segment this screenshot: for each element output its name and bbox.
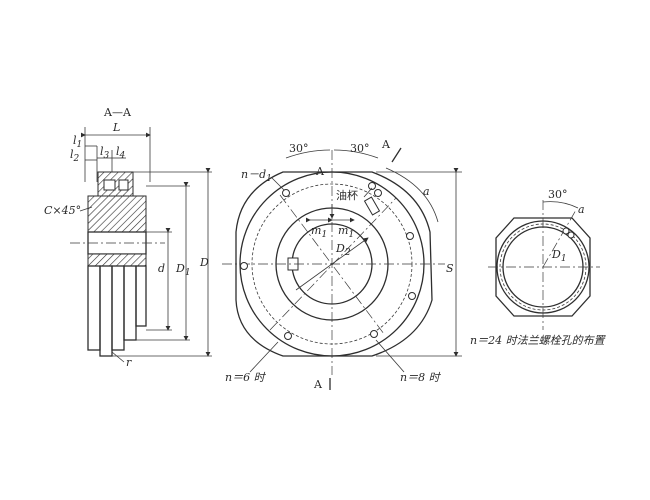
section-mark-A-top: A — [315, 165, 325, 178]
dim-a-front: a — [423, 185, 430, 198]
dim-l3: l3 — [100, 145, 110, 161]
section-title: A—A — [103, 106, 132, 119]
dim-d: d — [158, 262, 165, 275]
flange-angle: 30° — [548, 188, 568, 201]
dim-l1: l1 — [73, 134, 82, 150]
dim-D2: D2 — [335, 242, 351, 258]
dim-D: D — [199, 256, 209, 269]
label-oil-cup: 油杯 — [336, 188, 358, 202]
bolt-holes — [240, 182, 416, 340]
label-n8: n＝8 时 — [400, 371, 442, 384]
section-mark-A-arrow: A — [381, 138, 391, 151]
dim-S: S — [446, 262, 454, 275]
flange-outer-contour — [495, 217, 591, 317]
label-n-d1: n－d1 — [241, 168, 272, 184]
outer-contour — [235, 171, 433, 357]
flange-dim-a: a — [578, 203, 585, 216]
flange-caption: n＝24 时法兰螺栓孔的布置 — [470, 334, 607, 347]
dim-r: r — [126, 356, 132, 369]
dim-l4: l4 — [116, 145, 126, 161]
dim-m1-left: m1 — [311, 224, 327, 240]
section-view: A—A L l1 l2 l3 l4 C×45° — [44, 106, 212, 369]
dim-m1-right: m1 — [338, 224, 354, 240]
oil-cup-fitting — [363, 196, 381, 216]
dim-D1: D1 — [175, 262, 191, 278]
front-view: 30° 30° A A A n－d1 油杯 m1 m1 D2 — [222, 138, 462, 391]
chamfer-label: C×45° — [44, 204, 81, 217]
section-mark-A-bottom: A — [313, 378, 323, 391]
dim-l2: l2 — [70, 148, 80, 164]
label-n6: n＝6 时 — [225, 371, 267, 384]
angle-left: 30° — [289, 142, 309, 155]
flange-view: 30° a D1 n＝24 时法兰螺栓孔的布置 — [470, 188, 607, 347]
dim-L: L — [112, 121, 120, 134]
flange-dim-D1: D1 — [551, 248, 567, 264]
angle-right: 30° — [350, 142, 370, 155]
